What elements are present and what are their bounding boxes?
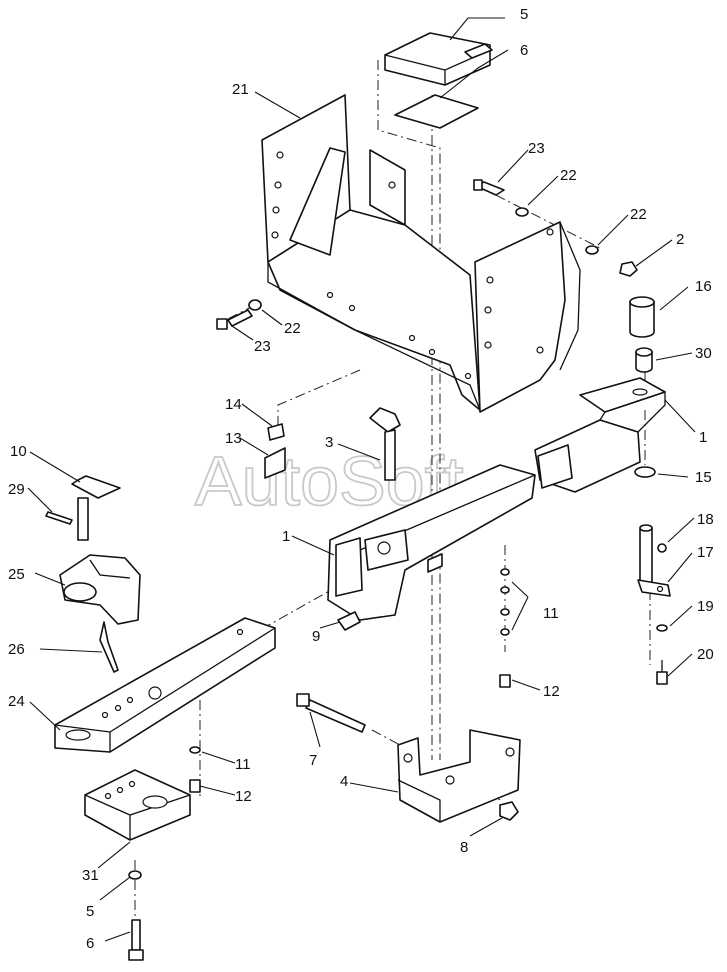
callout-22-top-a: 22 <box>560 167 577 184</box>
bolt-23-left <box>216 309 253 330</box>
drawbar-24 <box>54 617 276 753</box>
washer-15 <box>634 466 656 478</box>
callout-20: 20 <box>697 646 714 663</box>
callout-3: 3 <box>325 434 333 451</box>
callout-5-bottom: 5 <box>86 903 94 920</box>
callout-11-right: 11 <box>543 605 559 622</box>
latch-26 <box>99 621 119 673</box>
callout-23-left: 23 <box>254 338 271 355</box>
callout-2: 2 <box>676 231 684 248</box>
callout-29: 29 <box>8 481 25 498</box>
nut-2 <box>619 261 638 277</box>
callout-12-left: 12 <box>235 788 252 805</box>
clip-9 <box>337 611 361 631</box>
callout-8: 8 <box>460 839 468 856</box>
plate-13 <box>264 447 286 479</box>
washer-22-left <box>248 299 262 311</box>
callout-19: 19 <box>697 598 714 615</box>
callout-10: 10 <box>10 443 27 460</box>
pin-3 <box>369 407 401 481</box>
leader-lines <box>27 17 696 942</box>
callout-24: 24 <box>8 693 25 710</box>
wear-pad <box>394 94 479 129</box>
pin-10 <box>71 475 121 541</box>
nut-8 <box>499 801 519 821</box>
receiver-tube-1 <box>327 464 536 621</box>
callout-22-left: 22 <box>284 320 301 337</box>
pin-17 <box>637 524 671 597</box>
callout-7: 7 <box>309 752 317 769</box>
bolt-7 <box>296 693 366 733</box>
callout-6-bottom: 6 <box>86 935 94 952</box>
bushing-30 <box>635 347 653 373</box>
callout-15: 15 <box>695 469 712 486</box>
callout-23-top: 23 <box>528 140 545 157</box>
callout-9: 9 <box>312 628 320 645</box>
bolt-23-top <box>473 179 505 196</box>
callout-30: 30 <box>695 345 712 362</box>
callout-14: 14 <box>225 396 242 413</box>
washer-11-left <box>189 746 201 754</box>
callout-16: 16 <box>695 278 712 295</box>
washer-19 <box>656 624 668 632</box>
washer-22-top-b <box>585 245 599 255</box>
clip-14 <box>267 423 285 441</box>
washer-22-top-a <box>515 207 529 217</box>
washer-5-bottom <box>128 870 142 880</box>
cap-bracket <box>384 32 493 86</box>
main-frame <box>261 94 581 413</box>
callout-5-top: 5 <box>520 6 528 23</box>
pin-29 <box>45 511 73 525</box>
callout-numbers: 5 6 21 23 22 22 2 22 23 16 30 1 15 18 17… <box>8 6 714 952</box>
callout-22-top-b: 22 <box>630 206 647 223</box>
callout-1-left: 1 <box>282 528 290 545</box>
washers-11-right <box>500 568 510 636</box>
callout-18: 18 <box>697 511 714 528</box>
bolt-6-bottom <box>128 919 144 961</box>
callout-26: 26 <box>8 641 25 658</box>
bracket-4 <box>397 729 521 823</box>
bolt-12-left <box>189 779 201 793</box>
callout-6-top: 6 <box>520 42 528 59</box>
callout-4: 4 <box>340 773 348 790</box>
callout-31: 31 <box>82 867 99 884</box>
bushing-16 <box>629 296 655 338</box>
callout-21: 21 <box>232 81 249 98</box>
callout-11-left: 11 <box>235 756 251 773</box>
tube-bracket-1-right <box>534 377 666 493</box>
bolt-12-right <box>499 674 511 688</box>
callout-1-right: 1 <box>699 429 707 446</box>
callout-13: 13 <box>225 430 242 447</box>
callout-17: 17 <box>697 544 714 561</box>
bolt-20 <box>656 660 668 685</box>
callout-12-right: 12 <box>543 683 560 700</box>
hitch-25 <box>59 554 141 625</box>
callout-25: 25 <box>8 566 25 583</box>
plate-31 <box>84 769 191 841</box>
clip-18 <box>657 543 667 553</box>
